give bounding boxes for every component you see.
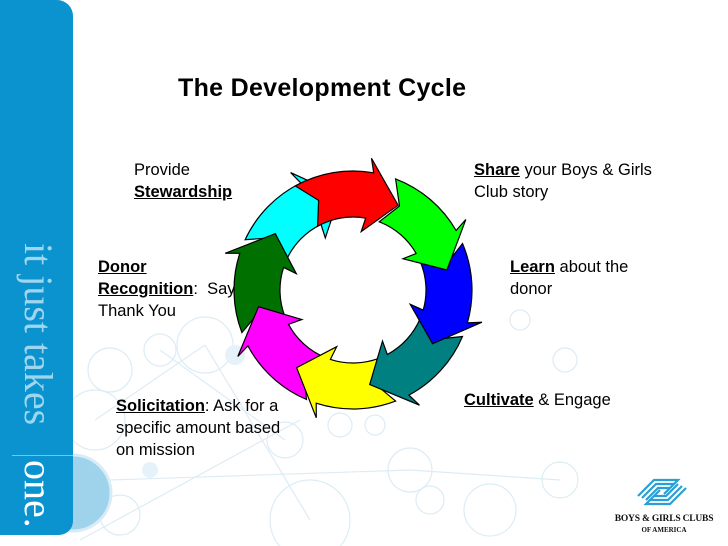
donor-recognition-text: : Say Thank You — [98, 280, 236, 320]
slide-title: The Development Cycle — [178, 74, 467, 102]
recognition-arrow-green — [224, 232, 298, 334]
stewardship-keyword: Stewardship — [134, 183, 233, 201]
development-cycle-diagram — [224, 158, 483, 419]
solicitation-arrow — [295, 345, 397, 419]
label-solicitation: Solicitation: Ask for a specific amount … — [116, 395, 286, 461]
learn-text: about the donor — [510, 258, 629, 298]
learn-arrow — [377, 177, 467, 271]
label-cultivate: Cultivate & Engage — [464, 389, 664, 411]
solicitation-keyword: Solicitation — [116, 397, 205, 415]
sidebar-tagline: it just takes one. — [0, 0, 73, 546]
label-learn: Learn about the donor — [510, 256, 650, 300]
share-keyword: Share — [474, 161, 520, 179]
tagline-divider — [12, 455, 73, 456]
tagline-it-just-takes: it just takes — [16, 243, 61, 426]
clasped-hands-logo-icon — [637, 478, 687, 506]
sidebar-banner — [0, 0, 73, 535]
learn-keyword: Learn — [510, 258, 555, 276]
share-text: your Boys & Girls Club story — [474, 161, 652, 201]
cultivate-text: & Engage — [533, 391, 611, 409]
label-donor-recognition: Donor Recognition: Say Thank You — [98, 256, 238, 322]
cultivate-keyword: Cultivate — [464, 391, 534, 409]
label-share: Share your Boys & Girls Club story — [474, 159, 664, 203]
logo-subtitle: OF AMERICA — [641, 526, 687, 534]
donor-recognition-keyword: Donor Recognition — [98, 258, 194, 298]
logo-name: BOYS & GIRLS CLUBS — [614, 514, 714, 524]
cultivate-arrow-blue — [408, 242, 483, 345]
solicitation-text: : Ask for a specific amount based on mis… — [116, 397, 281, 459]
boys-girls-clubs-logo: BOYS & GIRLS CLUBS OF AMERICA — [604, 470, 724, 540]
share-arrow — [294, 158, 399, 234]
stewardship-prefix: Provide — [134, 161, 190, 179]
tagline-one: one. — [16, 460, 61, 528]
label-stewardship: Provide Stewardship — [134, 159, 232, 203]
